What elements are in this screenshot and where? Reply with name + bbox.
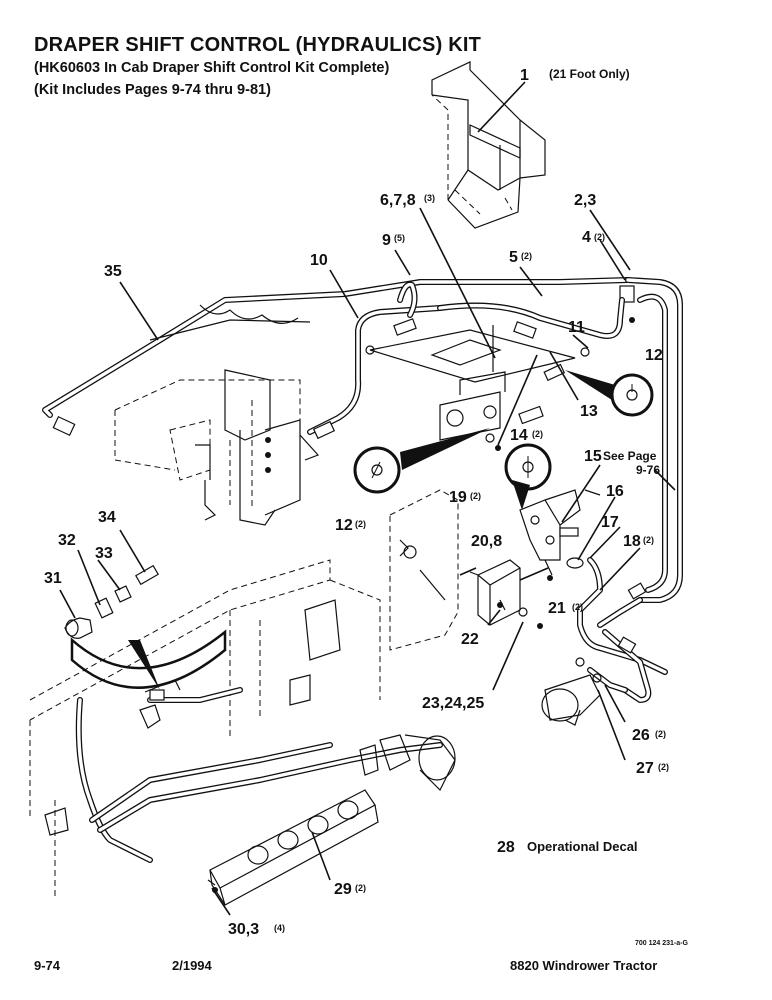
callout-32: 32 [58,532,76,549]
lower-frame [29,559,456,900]
callout-15: 15 [584,448,602,465]
hose-35 [42,277,631,437]
callout-29: 29 [334,881,352,898]
callout-14-qty: (2) [532,429,543,439]
callout-33: 33 [95,545,113,562]
callout-5-qty: (2) [521,251,532,261]
callout-10: 10 [310,252,328,269]
callout-19: 19 [449,489,467,506]
fitting-detail [64,564,227,690]
cylinder [541,674,601,726]
callout-5: 5 [509,249,518,266]
detail-circle-12-upper [565,370,654,417]
callout-34: 34 [98,509,116,526]
callout-1-note: (21 Foot Only) [549,67,630,81]
page-number: 9-74 [34,958,61,973]
detail-circle-14 [504,443,552,510]
callout-27-qty: (2) [658,762,669,772]
callout-15-note: See Page [603,449,657,463]
figure-reference-code: 700 124 231-a-G [635,940,688,947]
callout-28: 28 [497,839,515,856]
callout-20-8: 20,8 [471,533,502,550]
callout-4-qty: (2) [594,232,605,242]
callout-22: 22 [461,631,479,648]
hose-18 [575,557,668,703]
machine-model: 8820 Windrower Tractor [510,958,658,973]
callout-13: 13 [580,403,598,420]
right-tube-bundle [597,277,683,628]
callout-6-7-8-qty: (3) [424,193,435,203]
leader-lines [59,81,676,916]
callout-27: 27 [636,760,654,777]
kit-pages-note: (Kit Includes Pages 9-74 thru 9-81) [34,82,271,98]
callout-14: 14 [510,427,528,444]
callout-18-qty: (2) [643,535,654,545]
callout-12-lower: 12 [335,517,353,534]
callout-15-page: 9-76 [636,463,660,477]
callout-31: 31 [44,570,62,587]
callout-35: 35 [104,263,122,280]
callout-9: 9 [382,232,391,249]
callout-26: 26 [632,727,650,744]
callout-21: 21 [548,600,566,617]
valve-block [365,325,590,451]
callout-labels: 1 (21 Foot Only) 6,7,8 (3) 2,3 4 (2) 9 (… [44,67,669,938]
decal-plate-29 [207,789,379,906]
callout-19-qty: (2) [470,491,481,501]
callout-18: 18 [623,533,641,550]
bracket-housing-drawing [431,61,546,229]
callout-17: 17 [601,514,619,531]
callout-12-upper: 12 [645,347,663,364]
callout-30-3: 30,3 [228,921,259,938]
callout-4: 4 [582,229,591,246]
hose-10 [307,297,625,440]
callout-12-lower-qty: (2) [355,519,366,529]
chassis-outline [114,304,320,526]
page-title: DRAPER SHIFT CONTROL (HYDRAULICS) KIT [34,34,482,56]
kit-subtitle: (HK60603 In Cab Draper Shift Control Kit… [34,60,390,76]
hose-9 [397,281,418,318]
callout-21-qty: (2) [572,602,583,612]
callout-30-3-qty: (4) [274,923,285,933]
callout-6-7-8: 6,7,8 [380,192,416,209]
callout-2-3: 2,3 [574,192,596,209]
callout-9-qty: (5) [394,233,405,243]
callout-16: 16 [606,483,624,500]
switch-assembly [519,489,601,581]
switch-mount-plate [389,489,543,651]
callout-26-qty: (2) [655,729,666,739]
callout-28-note: Operational Decal [527,839,638,854]
callout-1: 1 [520,67,529,84]
callout-29-qty: (2) [355,883,366,893]
callout-23-24-25: 23,24,25 [422,695,484,712]
callout-11: 11 [568,319,585,336]
detail-circle-12-lower [353,428,490,494]
revision-date: 2/1994 [172,958,212,973]
